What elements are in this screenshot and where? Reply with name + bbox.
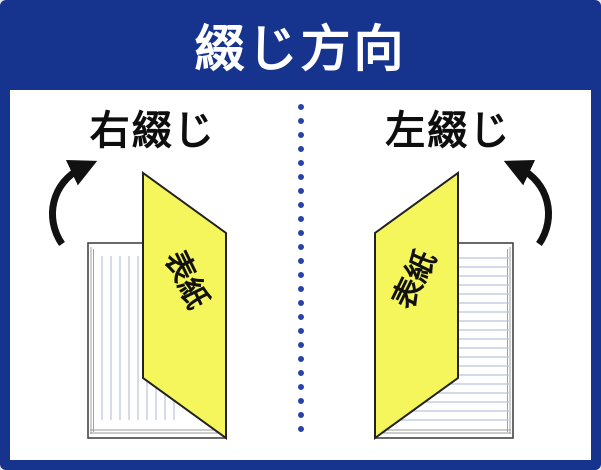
panel-divider (296, 90, 306, 460)
left-binding-heading: 左綴じ (385, 109, 512, 153)
panel-right-binding: 右綴じ 表紙 (10, 90, 296, 460)
right-binding-book-illustration: 表紙 (48, 160, 227, 440)
header-banner: 綴じ方向 (0, 0, 601, 90)
book-cover: 表紙 (141, 171, 227, 440)
right-binding-heading: 右綴じ (89, 109, 216, 153)
dotted-divider-line (297, 104, 304, 446)
content-area: 右綴じ 表紙 (10, 90, 591, 460)
page-title: 綴じ方向 (194, 21, 407, 77)
flip-open-arrow-icon (48, 160, 97, 246)
left-binding-book-illustration: 表紙 (374, 160, 553, 440)
panel-left-binding: 左綴じ 表紙 (306, 90, 592, 460)
flip-open-arrow-icon (504, 160, 553, 246)
book-cover: 表紙 (374, 171, 460, 440)
